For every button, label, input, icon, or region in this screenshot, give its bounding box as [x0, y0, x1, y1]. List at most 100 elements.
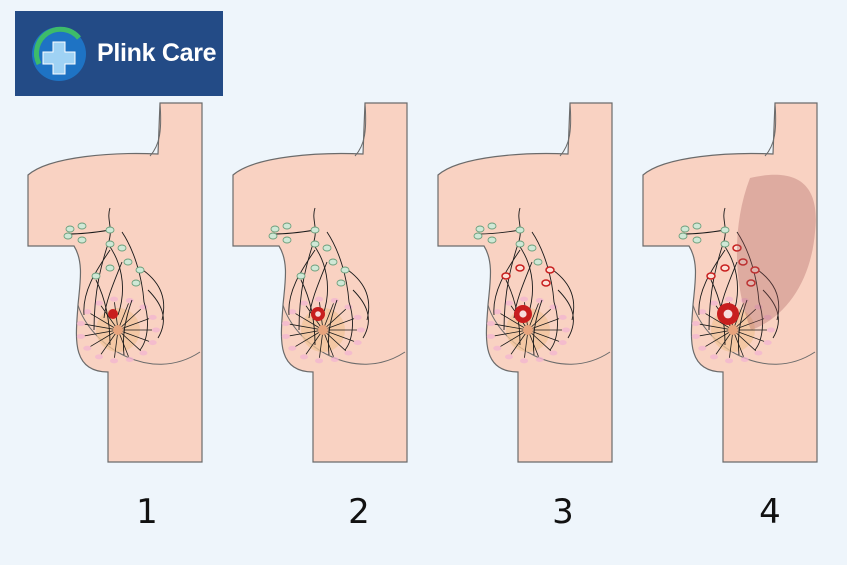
lobule: [83, 345, 92, 351]
lymph-vessel: [344, 267, 370, 321]
lymph-node: [63, 232, 73, 240]
neck-line: [149, 102, 162, 157]
neck-line: [559, 102, 572, 157]
lobule: [710, 354, 718, 360]
lobule: [698, 309, 707, 315]
lymph-vessel: [762, 289, 779, 339]
lobule: [110, 358, 119, 364]
lobule: [300, 300, 308, 306]
stage-number: 2: [348, 492, 370, 532]
milk-duct: [527, 318, 560, 331]
lymph-vessel: [326, 231, 353, 351]
lobule: [315, 358, 324, 364]
lymph-vessel: [139, 267, 165, 321]
lymph-vessel: [121, 231, 148, 351]
milk-duct: [500, 313, 529, 331]
lymph-node: [77, 222, 87, 230]
stage-number: 4: [759, 492, 781, 532]
affected-lymph-node: [501, 272, 511, 280]
lymph-node: [296, 272, 306, 280]
breast-contour: [77, 304, 201, 365]
neck-line: [354, 102, 367, 157]
lymph-node: [475, 225, 485, 233]
lymph-node: [720, 226, 730, 234]
lymph-node: [310, 264, 320, 272]
skin-involvement-area: [736, 174, 816, 330]
lobule: [505, 354, 513, 360]
milk-duct: [732, 318, 765, 331]
lymph-vessel: [147, 289, 164, 339]
lobule: [125, 356, 134, 362]
lobule: [725, 296, 734, 302]
lymph-vessel: [737, 299, 748, 356]
affected-lymph-node: [750, 266, 760, 274]
nipple: [523, 325, 533, 335]
lobule: [148, 340, 157, 346]
lymph-node: [340, 266, 350, 274]
lobule: [95, 300, 103, 306]
lobule: [152, 327, 160, 333]
lymph-node: [515, 226, 525, 234]
milk-duct: [322, 308, 347, 331]
lymph-node: [105, 226, 115, 234]
breast-contour: [282, 304, 406, 365]
milk-duct: [90, 313, 119, 331]
lymph-node: [322, 244, 332, 252]
milk-duct: [527, 329, 560, 342]
lobule: [493, 309, 502, 315]
affected-lymph-node: [738, 258, 748, 266]
lobule: [281, 321, 290, 327]
stage-panel-1: 1: [10, 0, 220, 565]
lobule: [740, 356, 749, 362]
lymph-vessel: [517, 243, 533, 316]
breast-contour: [487, 304, 611, 365]
lymph-node: [720, 240, 730, 248]
lymph-node: [680, 225, 690, 233]
lobule: [95, 354, 103, 360]
lymph-vessel: [288, 249, 316, 316]
lymph-vessel: [103, 261, 123, 319]
lobule: [505, 300, 513, 306]
lobule: [139, 350, 148, 356]
milk-duct: [494, 323, 529, 331]
milk-duct: [732, 329, 757, 352]
milk-duct: [705, 313, 734, 331]
lymph-node: [678, 232, 688, 240]
stage-panel-3: 3: [420, 0, 630, 565]
lymph-node: [527, 244, 537, 252]
milk-duct: [117, 329, 142, 352]
lymph-node: [105, 264, 115, 272]
lymph-node: [117, 244, 127, 252]
lymph-node: [310, 226, 320, 234]
lymph-node: [336, 279, 346, 287]
lobule: [535, 356, 544, 362]
neck-line: [764, 102, 777, 157]
lymph-vessel: [95, 279, 111, 346]
lobule: [691, 333, 700, 339]
lymph-vessel: [352, 289, 369, 339]
lobule: [281, 333, 290, 339]
lobule: [125, 298, 134, 304]
brand-name: Plink Care: [97, 39, 217, 67]
stage-panel-4: 4: [625, 0, 835, 565]
lobule: [767, 327, 775, 333]
lymph-node: [105, 240, 115, 248]
milk-duct: [322, 329, 347, 352]
lobule: [549, 350, 558, 356]
lymph-node: [268, 232, 278, 240]
milk-duct: [705, 329, 734, 347]
lobule: [76, 333, 85, 339]
lobule: [344, 350, 353, 356]
lymph-vessel: [736, 231, 763, 351]
torso-outline: [232, 102, 408, 463]
lymph-node: [692, 236, 702, 244]
affected-lymph-node: [720, 264, 730, 272]
lymph-node: [65, 225, 75, 233]
lymph-node: [328, 258, 338, 266]
breast-contour: [692, 304, 816, 365]
lobule: [558, 314, 567, 320]
nipple: [318, 325, 328, 335]
affected-lymph-node: [746, 279, 756, 287]
affected-lymph-node: [545, 266, 555, 274]
lobule: [83, 309, 92, 315]
